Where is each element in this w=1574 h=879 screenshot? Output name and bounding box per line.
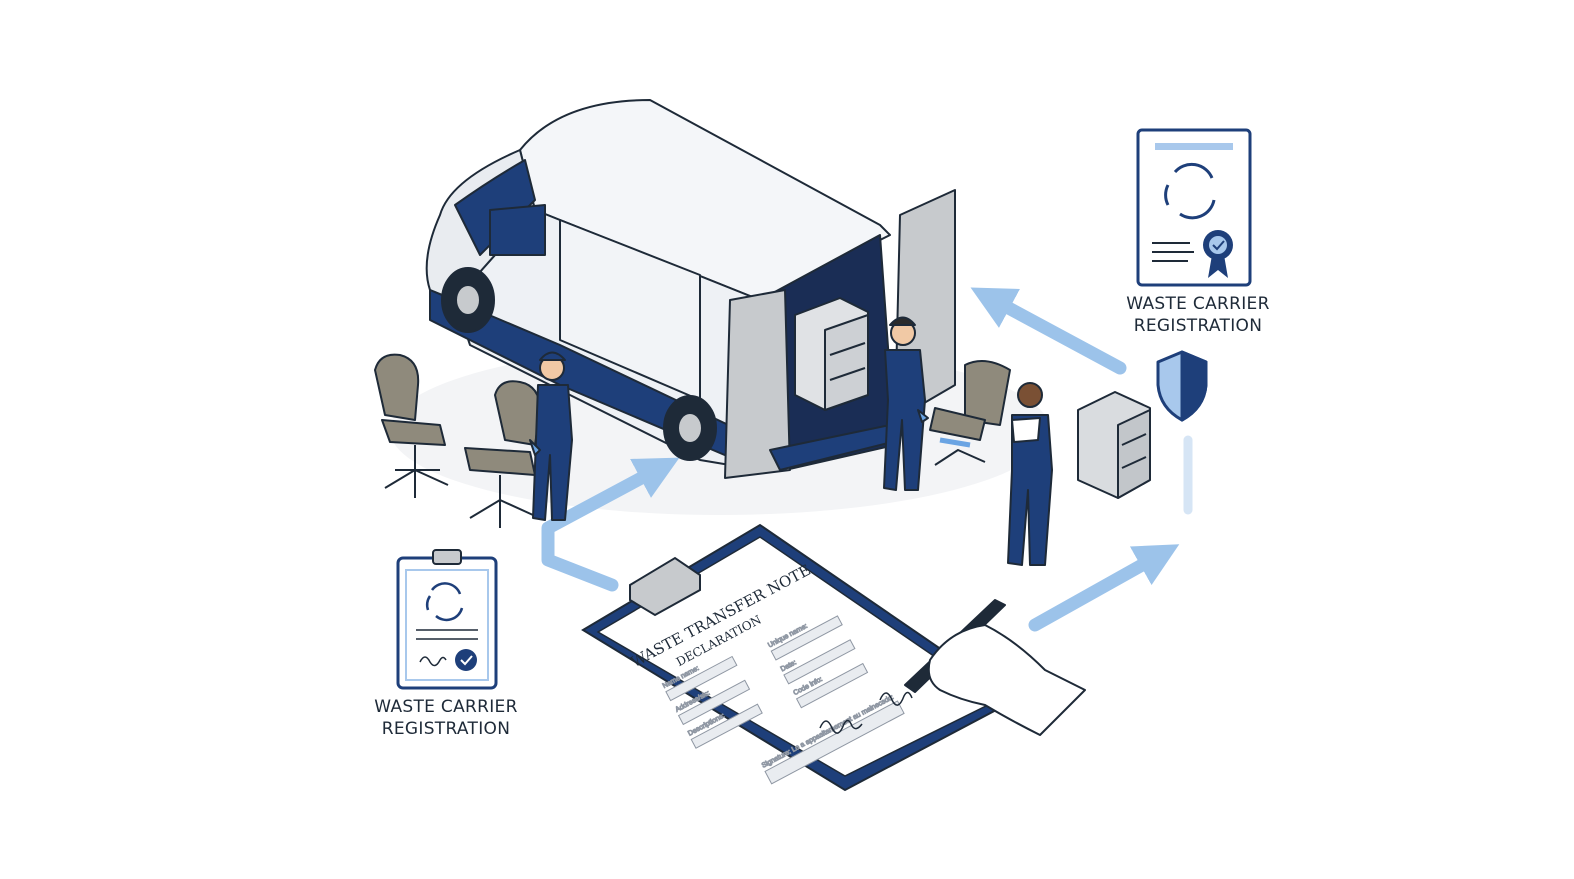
van-rear-door-left xyxy=(724,289,791,479)
van-roof xyxy=(519,99,891,301)
van xyxy=(425,99,956,479)
cabinet-in-van xyxy=(794,297,869,411)
workers xyxy=(529,316,1053,566)
van-side-window xyxy=(489,204,546,256)
flow-arrow-up-right xyxy=(1028,544,1180,632)
worker-center xyxy=(883,316,929,491)
worker-left xyxy=(529,351,573,521)
signature-scribble xyxy=(819,719,863,734)
worker-right xyxy=(1007,382,1053,566)
caption-left-line1: WASTE CARRIER xyxy=(374,697,518,717)
flow-arrows xyxy=(541,287,1193,632)
clipboard-certificate-icon xyxy=(396,549,498,690)
clipboard-clip xyxy=(629,556,701,617)
filing-cabinet xyxy=(1077,391,1151,499)
hand-with-pen xyxy=(904,599,1086,736)
shield-icon xyxy=(1156,350,1208,422)
flow-arrow-back xyxy=(970,287,1127,375)
hand xyxy=(927,624,1086,736)
signature-scribble-2 xyxy=(879,691,913,706)
certificate-icon xyxy=(1136,128,1252,287)
award-ribbon-icon xyxy=(1203,230,1233,278)
van-windshield xyxy=(454,159,536,256)
van-wheel-front xyxy=(441,267,495,333)
chair-carried xyxy=(929,360,1011,466)
chair-1 xyxy=(374,353,449,498)
van-wheel-rear xyxy=(663,395,717,461)
office-chairs xyxy=(374,353,541,528)
flow-arrow-up-left xyxy=(541,457,680,592)
waste-transfer-note-clipboard: WASTE TRANSFER NOTE DECLARATION Name nam… xyxy=(581,523,1017,792)
caption-right-line1: WASTE CARRIER xyxy=(1126,294,1270,314)
recycle-arrows-icon xyxy=(1164,162,1216,220)
caption-left-line2: REGISTRATION xyxy=(381,719,511,739)
caption-waste-carrier-registration-left: WASTE CARRIER REGISTRATION xyxy=(356,696,536,740)
caption-right-line2: REGISTRATION xyxy=(1133,316,1263,336)
caption-waste-carrier-registration-right: WASTE CARRIER REGISTRATION xyxy=(1108,293,1288,337)
